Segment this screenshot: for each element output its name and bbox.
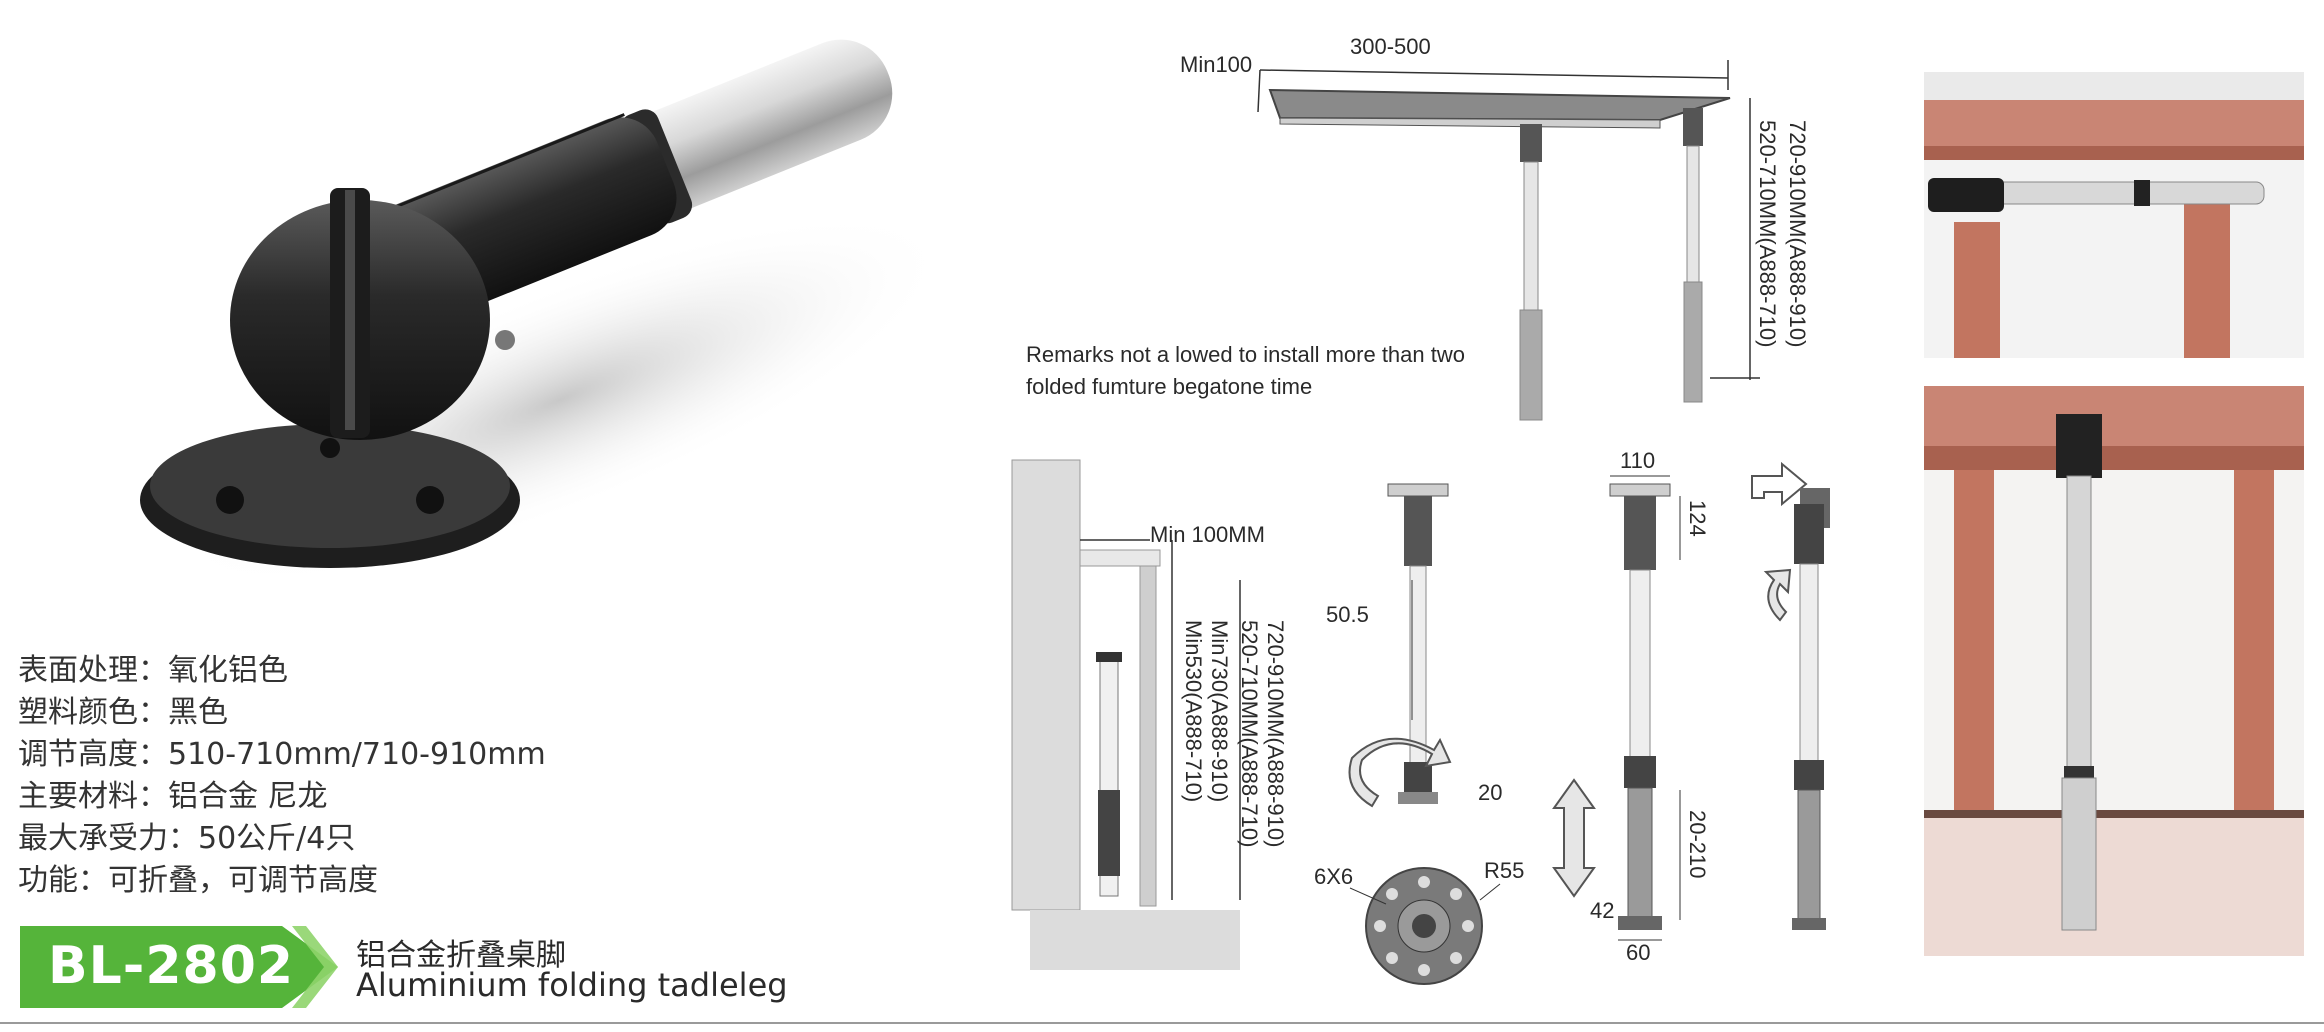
base-dim-6x6: 6X6 — [1314, 864, 1353, 889]
rotate-arrow-icon — [1348, 737, 1452, 808]
spec-material: 主要材料：铝合金 尼龙 — [18, 779, 328, 814]
leg2-dim-110: 110 — [1620, 448, 1655, 473]
remark-line-1: Remarks not a lowed to install more than… — [1026, 342, 1465, 367]
model-badge: BL-2802 — [20, 922, 340, 1012]
product-hero-image — [140, 39, 952, 588]
dim-height-b: 520-710MM(A888-710) — [1755, 120, 1780, 347]
spec-function: 功能：可折叠，可调节高度 — [18, 863, 378, 898]
dim-width: 300-500 — [1350, 34, 1431, 59]
installed-photo-upright — [1924, 386, 2304, 956]
side-min-100mm: Min 100MM — [1150, 522, 1265, 547]
spec-list: 表面处理：氧化铝色 塑料颜色：黑色 调节高度：510-710mm/710-910… — [18, 650, 718, 902]
side-view-drawing: Min 100MM 720-910MM(A888-910) 520-710MM(… — [1011, 459, 1288, 970]
bottom-divider — [0, 1022, 2324, 1024]
dim-min100: Min100 — [1180, 52, 1252, 77]
leg1-dim-50-5: 50.5 — [1326, 602, 1369, 627]
spec-adjust-height: 调节高度：510-710mm/710-910mm — [18, 737, 546, 772]
leg2-dim-20-210: 20-210 — [1685, 810, 1710, 879]
spec-max-load: 最大承受力：50公斤/4只 — [18, 821, 356, 856]
side-dim-l3: Min730(A888-910) — [1207, 620, 1232, 802]
leg-drawing-2: 110 124 20-210 42 60 — [1590, 448, 1710, 965]
leg-drawing-1: 50.5 20 — [1326, 483, 1502, 808]
updown-arrow-icon — [1552, 778, 1596, 898]
badge-arrow-shape — [20, 926, 338, 1008]
fold-arrow-icon — [1751, 461, 1808, 507]
leg2-dim-42: 42 — [1590, 898, 1614, 923]
side-dim-l4: Min530(A888-710) — [1181, 620, 1206, 802]
product-title-en: Aluminium folding tadleleg — [356, 966, 788, 1004]
side-dim-l1: 720-910MM(A888-910) — [1263, 620, 1288, 847]
dim-height-a: 720-910MM(A888-910) — [1785, 120, 1810, 347]
spec-finish: 表面处理：氧化铝色 — [18, 653, 288, 688]
base-plate-drawing: 6X6 R55 — [1314, 858, 1524, 985]
base-dim-r55: R55 — [1484, 858, 1524, 883]
installed-photo-folded — [1924, 72, 2304, 358]
leg2-dim-60: 60 — [1626, 940, 1650, 965]
model-code: BL-2802 — [48, 936, 295, 996]
leg2-dim-124: 124 — [1685, 500, 1710, 537]
product-title-cn: 铝合金折叠桌脚 — [356, 938, 566, 973]
spec-plastic-color: 塑料颜色：黑色 — [18, 695, 228, 730]
leg1-dim-20: 20 — [1478, 780, 1502, 805]
technical-drawings: Min100 300-500 720-910MM(A888-910) 520-7… — [1011, 34, 1830, 985]
remark-line-2: folded fumture begatone time — [1026, 374, 1312, 399]
side-dim-l2: 520-710MM(A888-710) — [1237, 620, 1262, 847]
leg-drawing-3 — [1751, 461, 1830, 930]
table-drawing: Min100 300-500 720-910MM(A888-910) 520-7… — [1026, 34, 1810, 421]
